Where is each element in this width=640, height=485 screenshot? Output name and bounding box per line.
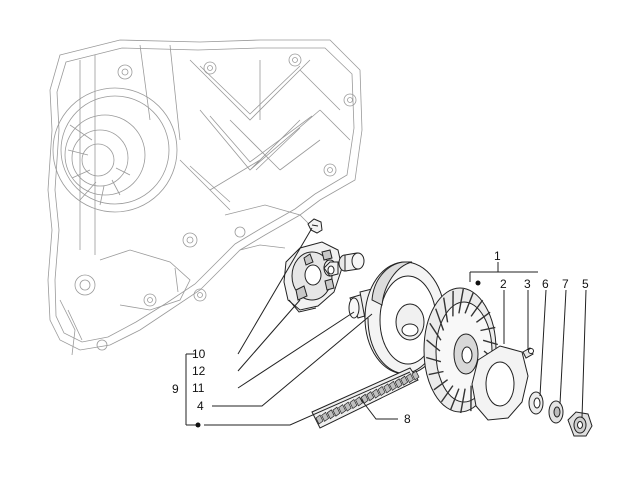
ramp-plate-part xyxy=(284,242,342,312)
callout-2: 2 xyxy=(500,277,507,291)
bushing-part xyxy=(339,253,364,271)
bullet-marker-group-1 xyxy=(476,281,481,286)
callout-6: 6 xyxy=(542,277,549,291)
drive-belt-part xyxy=(312,368,419,428)
callout-12: 12 xyxy=(192,364,206,378)
callout-5: 5 xyxy=(582,277,589,291)
callout-4: 4 xyxy=(197,399,204,413)
washer-part-6 xyxy=(529,392,543,414)
callout-11: 11 xyxy=(192,381,205,395)
callout-1: 1 xyxy=(494,249,501,263)
callout-10: 10 xyxy=(192,347,206,361)
nut-part xyxy=(568,412,592,436)
bullet-marker-group-9 xyxy=(196,423,201,428)
roller-weights-part xyxy=(324,260,338,276)
callout-7: 7 xyxy=(562,277,569,291)
washer-part-7 xyxy=(549,401,563,423)
callout-9: 9 xyxy=(172,382,179,396)
callout-3: 3 xyxy=(524,277,531,291)
callout-8: 8 xyxy=(404,412,411,426)
